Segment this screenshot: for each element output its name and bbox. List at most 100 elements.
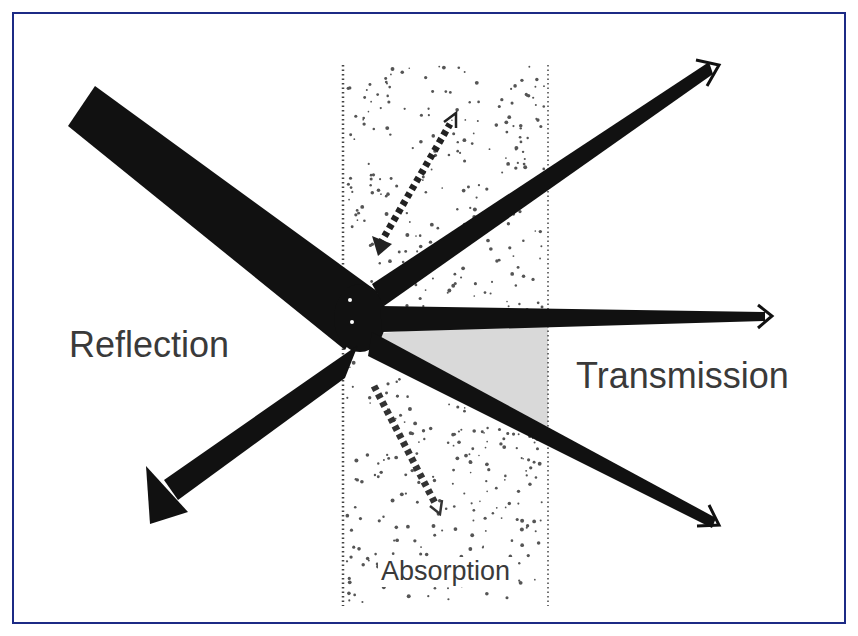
- stipple-dot: [383, 459, 385, 461]
- absorption-arrow: [380, 124, 450, 244]
- stipple-dot: [352, 546, 355, 549]
- stipple-dot: [347, 183, 350, 186]
- stipple-dot: [399, 414, 402, 417]
- stipple-dot: [536, 118, 540, 122]
- stipple-dot: [457, 141, 459, 143]
- impact-spot: [350, 320, 354, 324]
- stipple-dot: [409, 431, 413, 435]
- stipple-dot: [391, 499, 395, 503]
- stipple-dot: [516, 447, 518, 449]
- stipple-dot: [408, 67, 410, 69]
- stipple-dot: [360, 205, 364, 209]
- stipple-dot: [479, 501, 481, 503]
- stipple-dot: [395, 526, 399, 530]
- stipple-dot: [474, 282, 477, 285]
- stipple-dot: [508, 305, 510, 307]
- stipple-dot: [520, 543, 524, 547]
- stipple-dot: [463, 410, 466, 413]
- stipple-dot: [512, 255, 514, 257]
- stipple-dot: [369, 184, 371, 186]
- stipple-dot: [363, 96, 366, 99]
- stipple-dot: [520, 527, 524, 531]
- absorption-arrow: [374, 386, 436, 505]
- stipple-dot: [430, 223, 434, 227]
- stipple-dot: [431, 90, 434, 93]
- stipple-dot: [357, 547, 361, 551]
- stipple-dot: [441, 187, 443, 189]
- stipple-dot: [362, 122, 365, 125]
- stipple-dot: [433, 479, 436, 482]
- stipple-dot: [449, 91, 452, 94]
- stipple-dot: [400, 492, 404, 496]
- stipple-dot: [487, 468, 490, 471]
- stipple-dot: [511, 102, 514, 105]
- stipple-dot: [463, 492, 465, 494]
- stipple-dot: [424, 76, 427, 79]
- stipple-dot: [389, 133, 391, 135]
- stipple-dot: [419, 552, 422, 555]
- stipple-dot: [520, 140, 523, 143]
- stipple-dot: [351, 191, 353, 193]
- stipple-dot: [452, 483, 454, 485]
- stipple-dot: [504, 479, 506, 481]
- stipple-dot: [519, 124, 523, 128]
- stipple-dot: [538, 462, 542, 466]
- stipple-dot: [348, 599, 350, 601]
- stipple-dot: [454, 527, 458, 531]
- stipple-dot: [360, 480, 364, 484]
- stipple-dot: [355, 478, 357, 480]
- stipple-dot: [405, 233, 409, 237]
- stipple-dot: [533, 461, 536, 464]
- stipple-dot: [510, 272, 514, 276]
- stipple-dot: [420, 546, 422, 548]
- stipple-dot: [379, 262, 381, 264]
- stipple-dot: [501, 517, 503, 519]
- stipple-dot: [510, 88, 512, 90]
- stipple-dot: [380, 193, 382, 195]
- stipple-dot: [505, 507, 507, 509]
- stipple-dot: [373, 128, 376, 131]
- stipple-dot: [432, 476, 434, 478]
- stipple-dot: [386, 95, 389, 98]
- stipple-dot: [513, 84, 517, 88]
- stipple-dot: [444, 90, 447, 93]
- stipple-dot: [508, 502, 511, 505]
- stipple-dot: [393, 539, 395, 541]
- stipple-dot: [504, 120, 508, 124]
- arrowhead: [146, 466, 188, 524]
- arrowhead: [697, 505, 719, 526]
- transmitted-beam: [372, 62, 713, 306]
- stipple-dot: [489, 247, 493, 251]
- stipple-dot: [517, 266, 520, 269]
- stipple-dot: [447, 598, 449, 600]
- stipple-dot: [508, 246, 511, 249]
- stipple-dot: [486, 427, 488, 429]
- stipple-dot: [537, 301, 540, 304]
- stipple-dot: [396, 381, 398, 383]
- stipple-dot: [471, 142, 474, 145]
- stipple-dot: [419, 297, 422, 300]
- incident-beam: [68, 86, 378, 350]
- stipple-dot: [447, 442, 450, 445]
- stipple-dot: [408, 407, 412, 411]
- stipple-dot: [387, 457, 390, 460]
- stipple-dot: [372, 173, 375, 176]
- stipple-dot: [495, 123, 499, 127]
- stipple-dot: [423, 438, 425, 440]
- stipple-dot: [379, 471, 382, 474]
- stipple-dot: [514, 166, 517, 169]
- stipple-dot: [473, 207, 477, 211]
- stipple-dot: [390, 74, 392, 76]
- stipple-dot: [422, 175, 425, 178]
- stipple-dot: [350, 186, 353, 189]
- stipple-dot: [469, 460, 473, 464]
- stipple-dot: [478, 184, 480, 186]
- stipple-dot: [542, 168, 545, 171]
- arrowhead: [372, 236, 392, 256]
- stipple-dot: [425, 191, 428, 194]
- stipple-dot: [516, 518, 519, 521]
- stipple-dot: [428, 114, 430, 116]
- stipple-dot: [387, 100, 390, 103]
- stipple-dot: [447, 288, 451, 292]
- stipple-dot: [351, 225, 354, 228]
